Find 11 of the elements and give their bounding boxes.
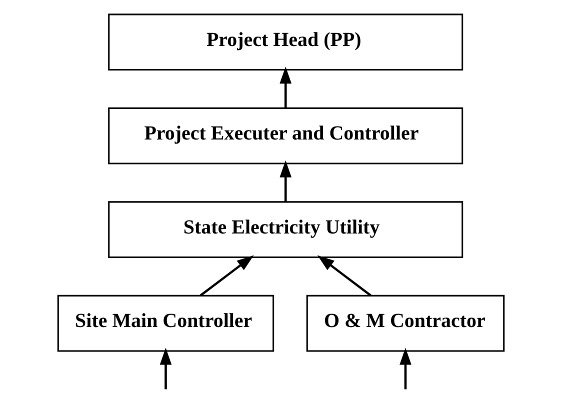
- node-box: O & M Contractor: [306, 294, 504, 352]
- node-box: State Electricity Utility: [108, 201, 463, 258]
- arrow: [199, 255, 254, 297]
- node-box: Site Main Controller: [56, 294, 274, 352]
- node-box: Project Head (PP): [108, 14, 463, 71]
- node-box: Project Executer and Controller: [108, 107, 463, 164]
- arrow: [316, 255, 371, 297]
- arrow: [279, 160, 292, 202]
- arrow: [279, 66, 292, 108]
- arrow: [159, 348, 172, 390]
- arrow: [399, 348, 411, 390]
